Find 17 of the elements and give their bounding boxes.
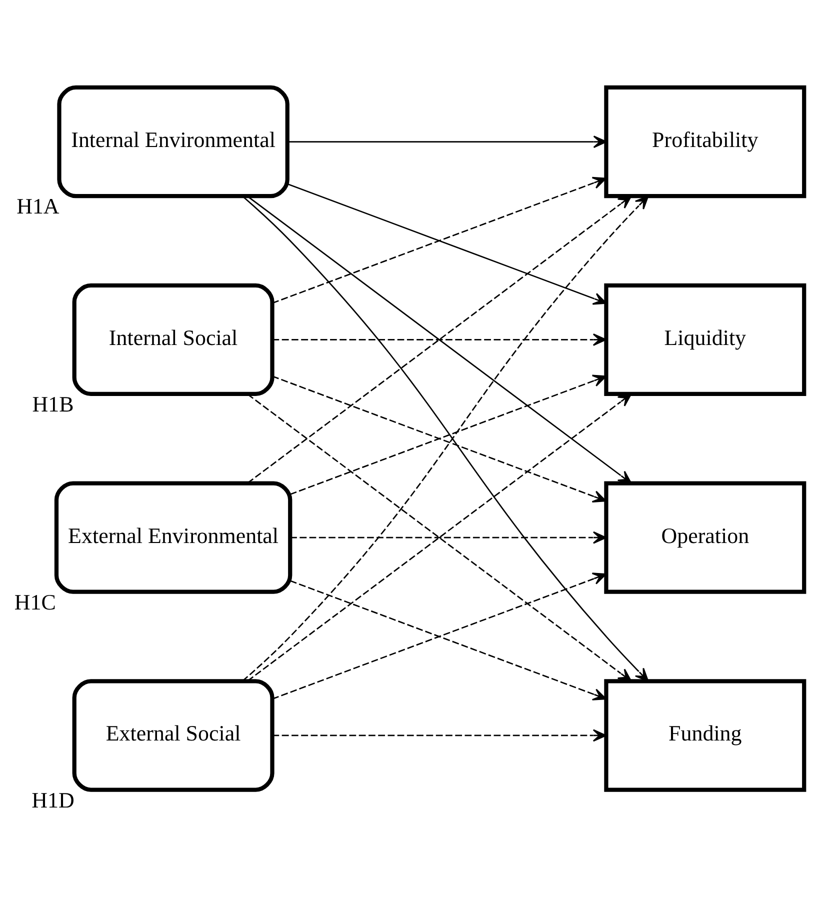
node-box: External Social (72, 679, 274, 792)
node-box: Internal Environmental (57, 85, 290, 198)
node-box: Internal Social (72, 283, 274, 396)
node-box: Liquidity (604, 283, 806, 396)
arrow (288, 136, 607, 148)
arrow (272, 333, 606, 346)
arrow (272, 729, 606, 742)
node-label: H1B (32, 392, 74, 417)
node-label: H1C (14, 589, 56, 614)
arrow (290, 531, 607, 544)
node-box: Profitability (604, 85, 806, 198)
arrow (242, 196, 649, 682)
node-label: H1D (32, 787, 74, 812)
node-box: External Environmental (54, 481, 292, 594)
node-box: Funding (604, 679, 806, 792)
node-box: Operation (604, 481, 806, 594)
node-label: H1A (16, 194, 60, 219)
